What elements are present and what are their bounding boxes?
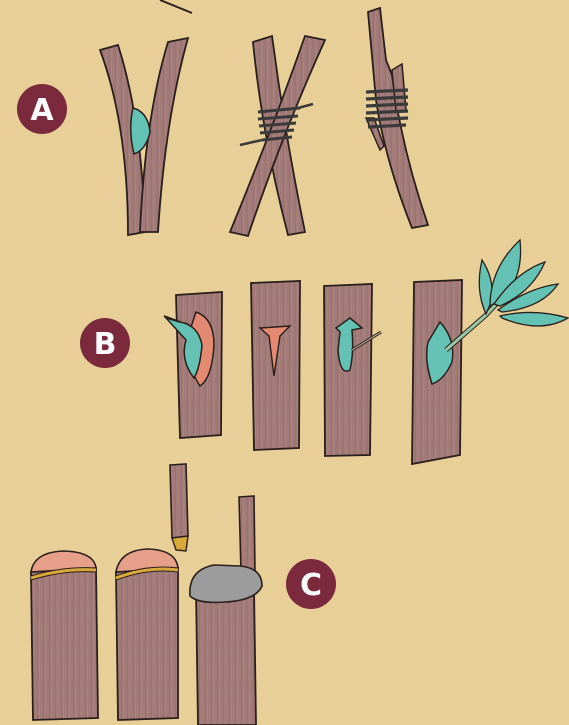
- cleft-stock-icon: [31, 551, 98, 720]
- approach-graft-open-icon: [100, 38, 188, 235]
- badge-c: C: [286, 559, 336, 609]
- bud-inserted-icon: [324, 284, 381, 456]
- cleft-stock-scion-icon: [116, 464, 188, 720]
- bud-sprouted-icon: [412, 240, 568, 464]
- svg-text:C: C: [300, 568, 322, 603]
- svg-text:B: B: [94, 327, 117, 362]
- stray-stroke: [160, 0, 192, 13]
- bud-shield-icon: [164, 292, 222, 438]
- svg-text:A: A: [30, 93, 54, 128]
- t-cut-icon: [251, 281, 300, 450]
- approach-graft-joined-icon: [366, 8, 428, 228]
- badge-b: B: [80, 318, 130, 368]
- approach-graft-tied-icon: [230, 36, 325, 236]
- badge-a: A: [17, 84, 67, 134]
- waxed-stock-icon: [190, 496, 262, 725]
